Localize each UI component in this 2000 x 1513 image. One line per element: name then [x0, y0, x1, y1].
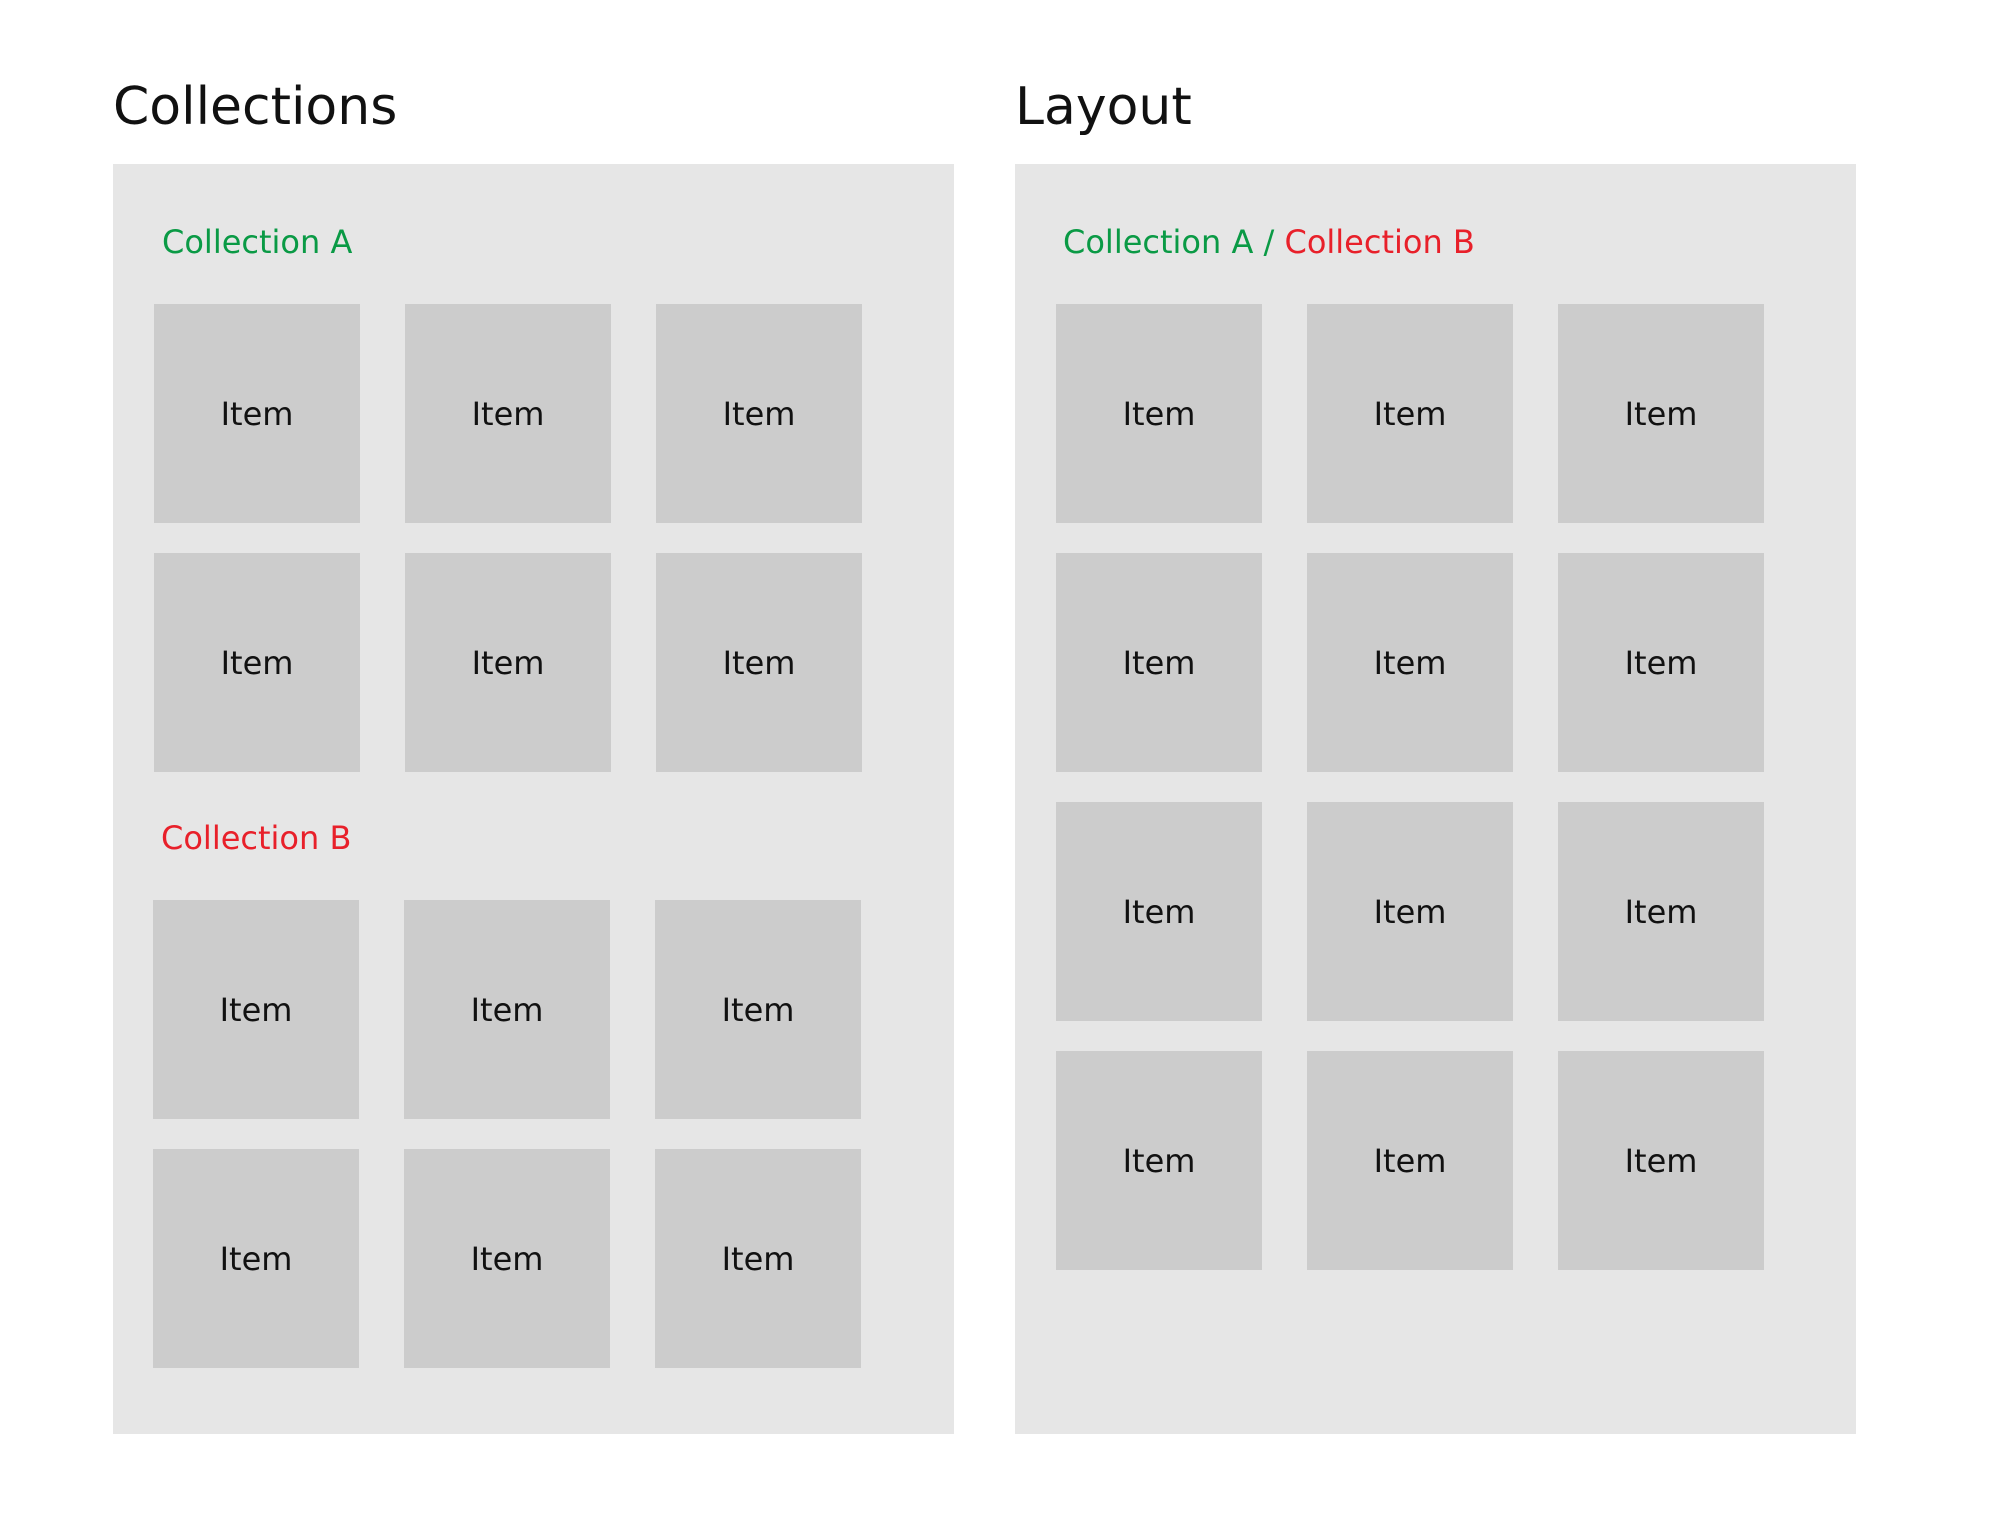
item-label: Item [1373, 892, 1447, 931]
item-label: Item [1624, 394, 1698, 433]
item-label: Item [1122, 892, 1196, 931]
item-tile[interactable]: Item [404, 900, 610, 1119]
item-tile[interactable]: Item [1558, 802, 1764, 1021]
item-label: Item [1624, 892, 1698, 931]
item-label: Item [721, 1239, 795, 1278]
item-label: Item [1624, 643, 1698, 682]
item-label: Item [1373, 1141, 1447, 1180]
collection-b-label: Collection B [161, 819, 352, 857]
combined-label-b: Collection B [1284, 223, 1475, 261]
item-label: Item [722, 643, 796, 682]
item-label: Item [1122, 1141, 1196, 1180]
item-label: Item [471, 643, 545, 682]
item-label: Item [219, 990, 293, 1029]
layout-heading: Layout [1015, 77, 1192, 137]
item-label: Item [1373, 394, 1447, 433]
item-tile[interactable]: Item [656, 304, 862, 523]
item-label: Item [721, 990, 795, 1029]
item-label: Item [470, 1239, 544, 1278]
combined-label-separator: / [1253, 223, 1285, 261]
item-label: Item [1373, 643, 1447, 682]
item-tile[interactable]: Item [405, 553, 611, 772]
item-tile[interactable]: Item [655, 1149, 861, 1368]
item-label: Item [1624, 1141, 1698, 1180]
combined-label-a: Collection A [1063, 223, 1254, 261]
item-tile[interactable]: Item [153, 1149, 359, 1368]
item-label: Item [1122, 394, 1196, 433]
item-tile[interactable]: Item [1056, 1051, 1262, 1270]
item-tile[interactable]: Item [1307, 802, 1513, 1021]
item-label: Item [220, 394, 294, 433]
item-label: Item [722, 394, 796, 433]
item-tile[interactable]: Item [656, 553, 862, 772]
item-tile[interactable]: Item [405, 304, 611, 523]
item-tile[interactable]: Item [1307, 1051, 1513, 1270]
item-tile[interactable]: Item [1307, 553, 1513, 772]
item-tile[interactable]: Item [404, 1149, 610, 1368]
item-tile[interactable]: Item [1558, 304, 1764, 523]
item-tile[interactable]: Item [154, 304, 360, 523]
item-tile[interactable]: Item [153, 900, 359, 1119]
item-label: Item [471, 394, 545, 433]
item-tile[interactable]: Item [1558, 553, 1764, 772]
item-tile[interactable]: Item [1056, 304, 1262, 523]
item-tile[interactable]: Item [1307, 304, 1513, 523]
combined-collection-label: Collection A / Collection B [1063, 220, 1475, 264]
collections-heading: Collections [113, 77, 398, 137]
item-label: Item [470, 990, 544, 1029]
item-tile[interactable]: Item [1056, 802, 1262, 1021]
item-label: Item [1122, 643, 1196, 682]
item-tile[interactable]: Item [655, 900, 861, 1119]
item-tile[interactable]: Item [1056, 553, 1262, 772]
item-label: Item [219, 1239, 293, 1278]
item-tile[interactable]: Item [154, 553, 360, 772]
item-tile[interactable]: Item [1558, 1051, 1764, 1270]
item-label: Item [220, 643, 294, 682]
collection-a-label: Collection A [162, 223, 353, 261]
